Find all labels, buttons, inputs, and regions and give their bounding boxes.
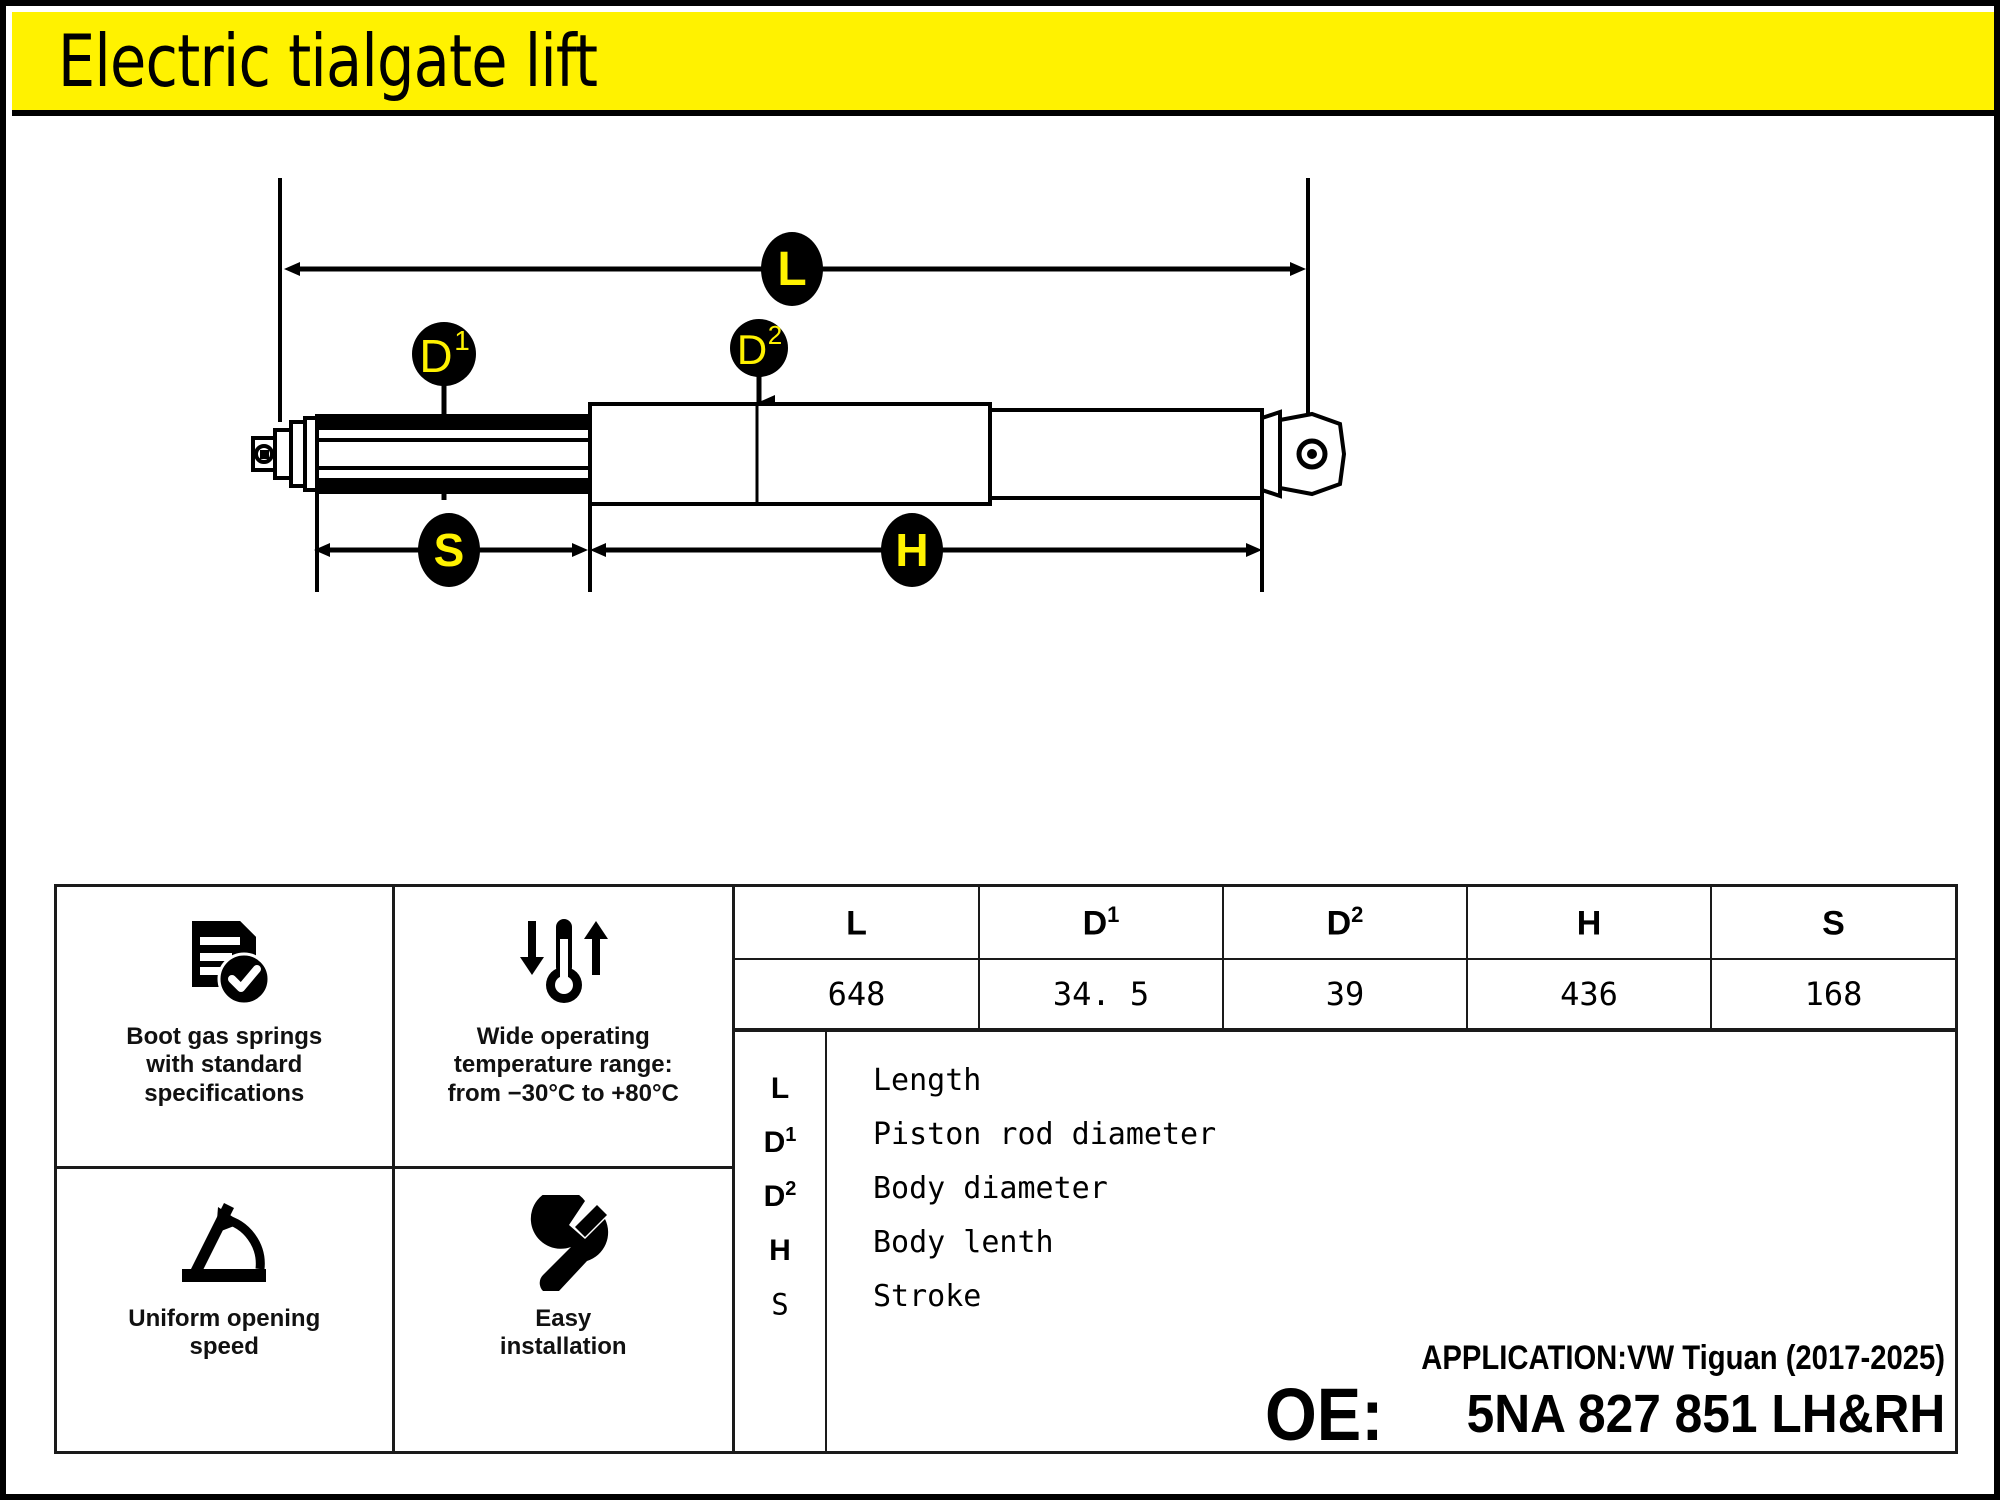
info-panel: Boot gas springs with standard specifica… — [54, 884, 1958, 1454]
badge-S: S — [418, 513, 480, 587]
opening-angle-icon — [172, 1189, 276, 1297]
column-header-L: L — [735, 887, 980, 960]
value-D2: 39 — [1222, 959, 1468, 1030]
feature-grid: Boot gas springs with standard specifica… — [57, 887, 735, 1451]
legend-definition-column: Length Piston rod diameter Body diameter… — [827, 1032, 1955, 1457]
svg-text:S: S — [434, 524, 465, 576]
title-banner: Electric tialgate lift — [12, 12, 1994, 116]
badge-L: L — [761, 232, 823, 306]
page-title: Electric tialgate lift — [57, 19, 598, 103]
svg-text:H: H — [895, 524, 928, 576]
dimension-table: L D1 D2 H S 648 — [735, 887, 1955, 1030]
column-header-H: H — [1466, 887, 1712, 960]
application-text: APPLICATION:VW Tiguan (2017-2025) — [1421, 1339, 1945, 1378]
feature-cell-easy-installation: Easy installation — [395, 1169, 733, 1451]
legend-def-body-length: Body lenth — [873, 1225, 1054, 1260]
value-S: 168 — [1710, 959, 1955, 1030]
wrench-icon — [513, 1189, 613, 1297]
oe-row: OE: 5NA 827 851 LH&RH — [1205, 1373, 1945, 1457]
svg-text:D: D — [737, 326, 767, 373]
column-header-D2: D2 — [1222, 887, 1468, 960]
oe-label: OE: — [1265, 1373, 1384, 1457]
gas-strut-illustration — [251, 402, 1347, 506]
application-block: APPLICATION:VW Tiguan (2017-2025) OE: 5N… — [1205, 1339, 1945, 1457]
value-D1: 34. 5 — [978, 959, 1224, 1030]
svg-text:D: D — [419, 330, 452, 382]
legend-key-H: H — [769, 1234, 791, 1267]
svg-text:1: 1 — [454, 325, 470, 356]
legend-def-stroke: Stroke — [873, 1279, 982, 1314]
feature-cell-standard-specs: Boot gas springs with standard specifica… — [57, 887, 395, 1169]
legend-key-column: L D1 D2 H S — [735, 1032, 827, 1451]
feature-label: Uniform opening speed — [128, 1305, 321, 1361]
badge-D1: D 1 — [412, 322, 476, 386]
legend-def-piston-rod-diameter: Piston rod diameter — [873, 1117, 1217, 1152]
legend-def-body-diameter: Body diameter — [873, 1171, 1108, 1206]
document-check-icon — [176, 907, 272, 1015]
legend-def-length: Length — [873, 1063, 982, 1098]
feature-cell-uniform-speed: Uniform opening speed — [57, 1169, 395, 1451]
feature-cell-temperature-range: Wide operating temperature range: from −… — [394, 887, 732, 1169]
legend-key-D1: D1 — [763, 1124, 797, 1159]
badge-H: H — [881, 513, 943, 587]
column-header-D1: D1 — [978, 887, 1224, 960]
legend-key-S: S — [771, 1287, 789, 1322]
column-header-S: S — [1710, 887, 1955, 960]
legend-area: L D1 D2 H S Length — [735, 1030, 1955, 1457]
svg-text:2: 2 — [768, 320, 782, 350]
technical-drawing: L D 1 D 2 S H — [12, 122, 1994, 862]
value-L: 648 — [735, 959, 980, 1030]
table-value-row: 648 34. 5 39 436 168 — [735, 959, 1955, 1030]
feature-label: Easy installation — [499, 1305, 627, 1361]
specification-side: L D1 D2 H S 648 — [735, 887, 1955, 1457]
feature-label: Wide operating temperature range: from −… — [447, 1023, 679, 1107]
feature-label: Boot gas springs with standard specifica… — [126, 1023, 323, 1107]
oe-number: 5NA 827 851 LH&RH — [1466, 1384, 1945, 1444]
table-header-row: L D1 D2 H S — [735, 887, 1955, 960]
svg-text:L: L — [777, 243, 806, 296]
value-H: 436 — [1466, 959, 1712, 1030]
legend-key-D2: D2 — [763, 1178, 797, 1213]
badge-D2: D 2 — [730, 319, 788, 377]
thermometer-range-icon — [508, 907, 618, 1015]
legend-key-L: L — [770, 1072, 790, 1105]
